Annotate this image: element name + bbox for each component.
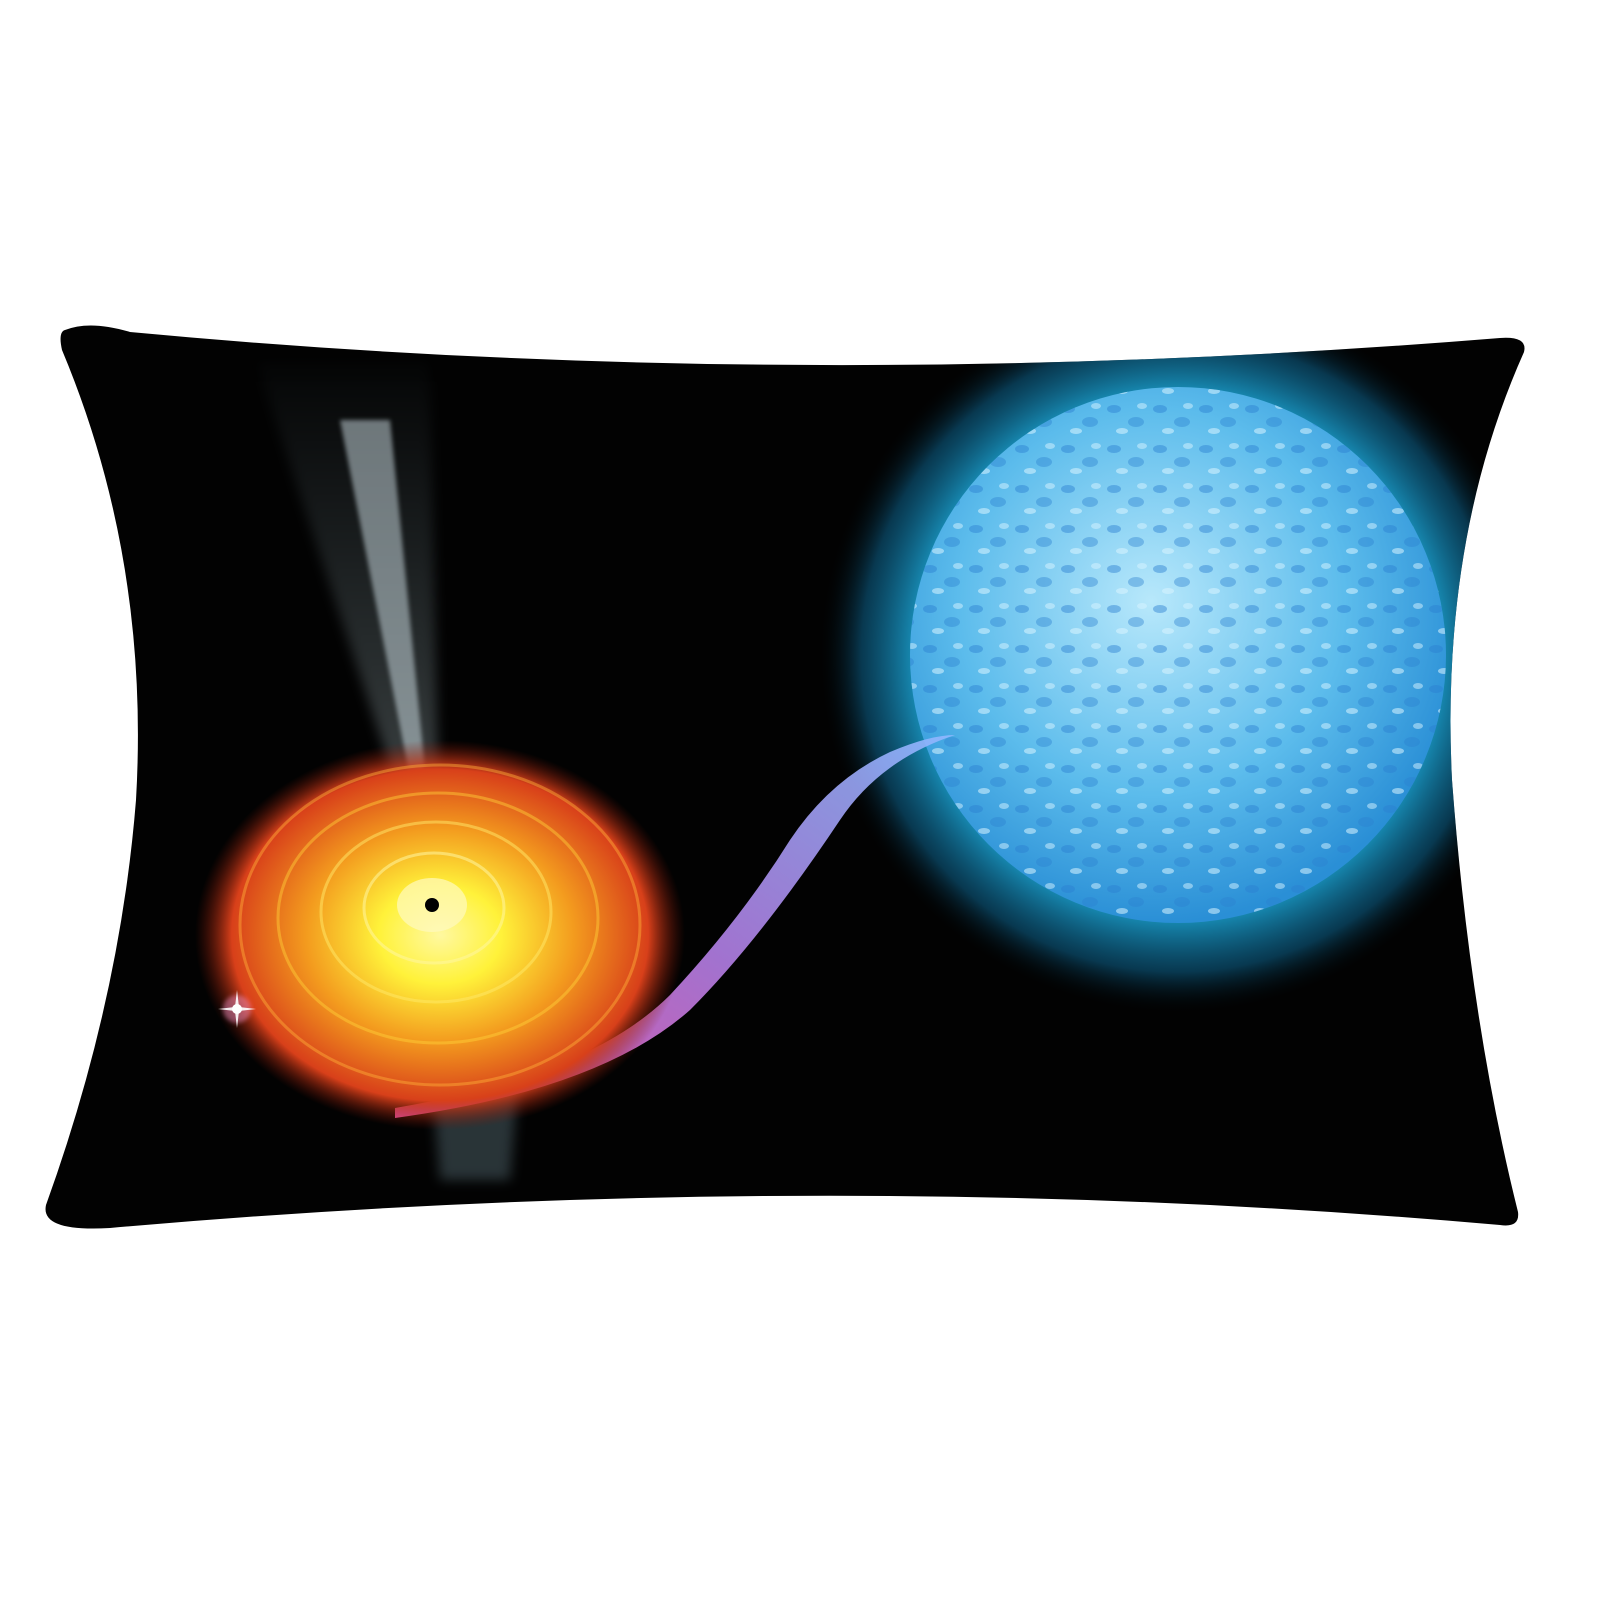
- black-hole: [425, 898, 439, 912]
- blue-star-texture: [910, 387, 1446, 923]
- gas-stream: [395, 735, 955, 1118]
- accretion-disk: [195, 740, 685, 1130]
- sparkle: [218, 990, 256, 1028]
